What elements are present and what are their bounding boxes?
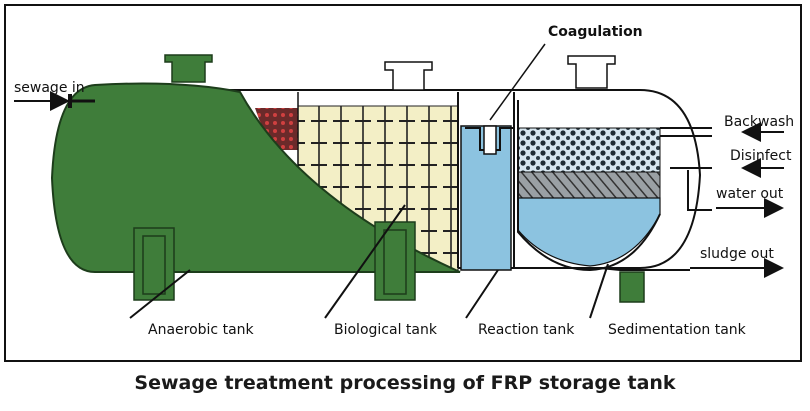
label-disinfect: Disinfect [730, 148, 792, 164]
leg-1 [133, 227, 175, 301]
label-anaerobic-tank: Anaerobic tank [148, 322, 255, 338]
label-sewage-in: sewage in [14, 80, 85, 96]
label-coagulation: Coagulation [548, 24, 643, 40]
label-reaction-tank: Reaction tank [478, 322, 575, 338]
sedimentation-wall [517, 100, 661, 272]
leg-2 [374, 221, 416, 301]
figure-caption: Sewage treatment processing of FRP stora… [134, 372, 676, 394]
leg-3 [619, 271, 645, 303]
label-water-out: water out [716, 186, 784, 202]
nozzle-biological [384, 61, 433, 91]
nozzle-sedimentation [567, 55, 616, 89]
label-biological-tank: Biological tank [334, 322, 438, 338]
label-backwash: Backwash [724, 114, 794, 130]
nozzle-anaerobic [164, 54, 213, 83]
filter-media [517, 171, 661, 199]
filter-gravel [517, 127, 661, 173]
anaerobic-media [255, 108, 298, 150]
label-sedimentation-tank: Sedimentation tank [608, 322, 747, 338]
anaerobic-tank-shell [50, 82, 461, 273]
label-sludge-out: sludge out [700, 246, 774, 262]
